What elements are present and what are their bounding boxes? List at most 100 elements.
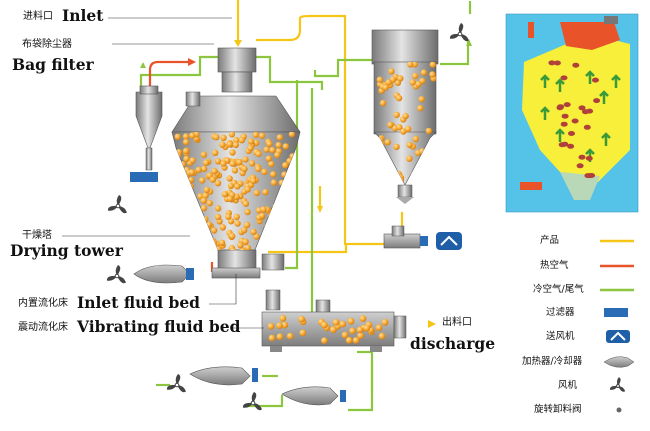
particle — [411, 176, 418, 183]
particle — [195, 166, 202, 174]
particle — [253, 189, 260, 197]
particle — [210, 227, 218, 234]
particle — [280, 216, 287, 223]
particle — [429, 71, 436, 78]
bag-filter-label-cn: 布袋除尘器 — [22, 39, 72, 50]
particle — [237, 242, 244, 249]
inset-particle — [593, 98, 601, 104]
fan-blade — [115, 265, 121, 276]
inset-particle — [578, 154, 586, 160]
particle — [258, 132, 266, 139]
inlet-fluid-bed-label-en: Inlet fluid bed — [77, 293, 201, 312]
inset-particle — [567, 143, 575, 149]
particle — [203, 186, 211, 194]
particle — [299, 329, 307, 337]
particle — [270, 171, 277, 178]
legend-fan-label: 风机 — [558, 380, 578, 391]
particle — [182, 138, 190, 146]
particle — [283, 212, 290, 219]
particle — [209, 176, 216, 183]
inset-particle — [561, 113, 569, 119]
particle — [197, 216, 204, 224]
fan-blade — [242, 402, 253, 408]
particle — [242, 238, 249, 245]
particle — [174, 133, 181, 140]
particle — [182, 234, 189, 241]
inset-arrow — [540, 74, 550, 88]
inset-arrow — [555, 128, 565, 142]
particle — [250, 177, 257, 184]
fan-blade — [117, 276, 127, 284]
particle — [183, 247, 191, 250]
particle — [281, 210, 288, 217]
particle — [214, 158, 222, 165]
fan-hub — [115, 203, 121, 209]
particle — [226, 195, 234, 202]
fan-blade — [166, 384, 177, 390]
particle — [173, 246, 180, 250]
particle — [200, 151, 208, 158]
particle — [386, 179, 393, 185]
legend-hot-air-label: 热空气 — [540, 260, 569, 271]
particle — [200, 197, 207, 204]
particle — [214, 205, 222, 212]
particle — [260, 206, 267, 213]
particle — [388, 68, 395, 75]
drying-tower-label-cn: 干燥塔 — [22, 230, 52, 241]
particle — [397, 75, 404, 82]
particle — [176, 197, 183, 204]
particle — [182, 133, 190, 140]
particle — [189, 157, 196, 164]
particle — [400, 128, 407, 135]
particle — [268, 238, 276, 246]
fan-hub — [174, 382, 180, 388]
particle — [289, 169, 296, 176]
particle — [182, 240, 189, 247]
particle — [213, 134, 220, 141]
fan-hub — [250, 400, 256, 406]
particle — [285, 203, 292, 211]
particle — [380, 163, 387, 171]
particle — [421, 181, 428, 185]
particle — [185, 189, 193, 196]
particle — [263, 146, 270, 153]
particle — [244, 244, 252, 250]
particle — [376, 76, 384, 83]
particle — [281, 171, 288, 178]
cyclone-separator — [130, 85, 163, 182]
particle — [419, 161, 427, 169]
particle — [262, 188, 269, 196]
bed-particles — [267, 315, 389, 344]
particle — [229, 233, 236, 240]
particle — [255, 165, 262, 173]
legend-symbols — [600, 239, 635, 413]
particle — [286, 332, 294, 340]
particle — [359, 315, 367, 322]
particle — [269, 214, 276, 221]
inset-particle — [553, 60, 561, 66]
particle — [396, 124, 403, 131]
particle — [289, 191, 297, 198]
inset-particle — [571, 118, 579, 124]
particle — [375, 324, 383, 332]
particle — [220, 134, 227, 141]
inset-particle — [563, 102, 571, 108]
particle — [247, 138, 255, 145]
particle — [282, 162, 289, 169]
fan-blade — [106, 275, 117, 281]
particle — [219, 224, 226, 231]
particle — [268, 160, 275, 168]
particle — [229, 149, 236, 156]
particle — [275, 141, 282, 149]
fan-blade — [107, 205, 118, 211]
particle — [276, 322, 283, 329]
particle — [225, 213, 232, 220]
particle — [214, 180, 222, 187]
inset-particle — [585, 155, 593, 161]
discharge-label-cn: 出料口 — [442, 317, 472, 328]
legend-product-label: 产品 — [540, 235, 560, 246]
particle — [375, 160, 382, 167]
particle — [393, 111, 400, 119]
particle — [219, 141, 226, 148]
particle — [406, 155, 413, 162]
